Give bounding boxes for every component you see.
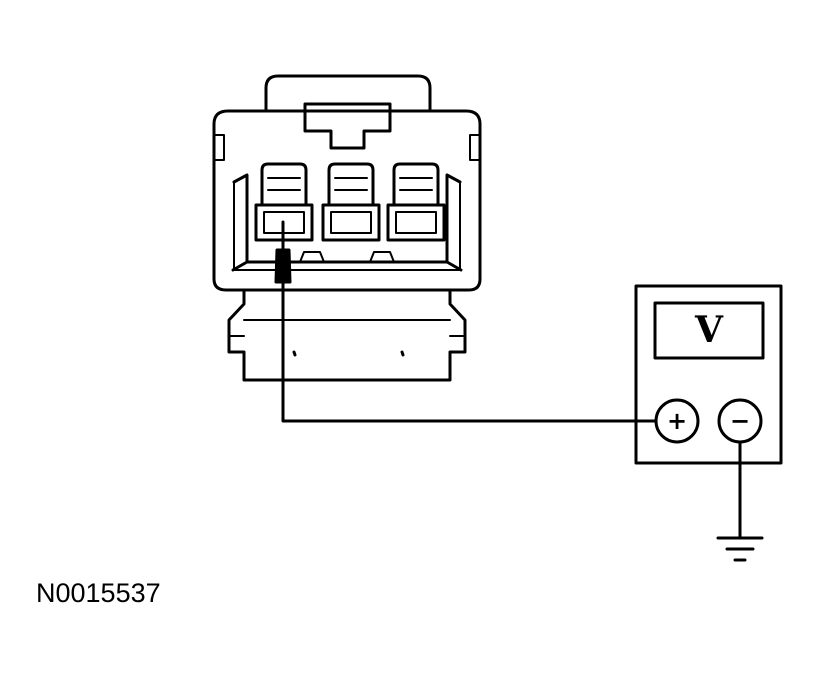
- meter-display-symbol: V: [694, 309, 724, 351]
- positive-lead-wire: [281, 280, 658, 423]
- voltmeter-icon: [634, 284, 783, 465]
- terminal-1: [254, 162, 314, 242]
- terminal-3: [386, 162, 446, 242]
- ground-icon: [716, 536, 764, 562]
- terminal-2: [321, 162, 381, 242]
- negative-terminal-label: −: [730, 407, 750, 435]
- positive-terminal-label: +: [667, 407, 687, 435]
- probe-icon: [274, 220, 292, 284]
- connector-icon: [212, 74, 482, 382]
- figure-id: N0015537: [36, 578, 161, 608]
